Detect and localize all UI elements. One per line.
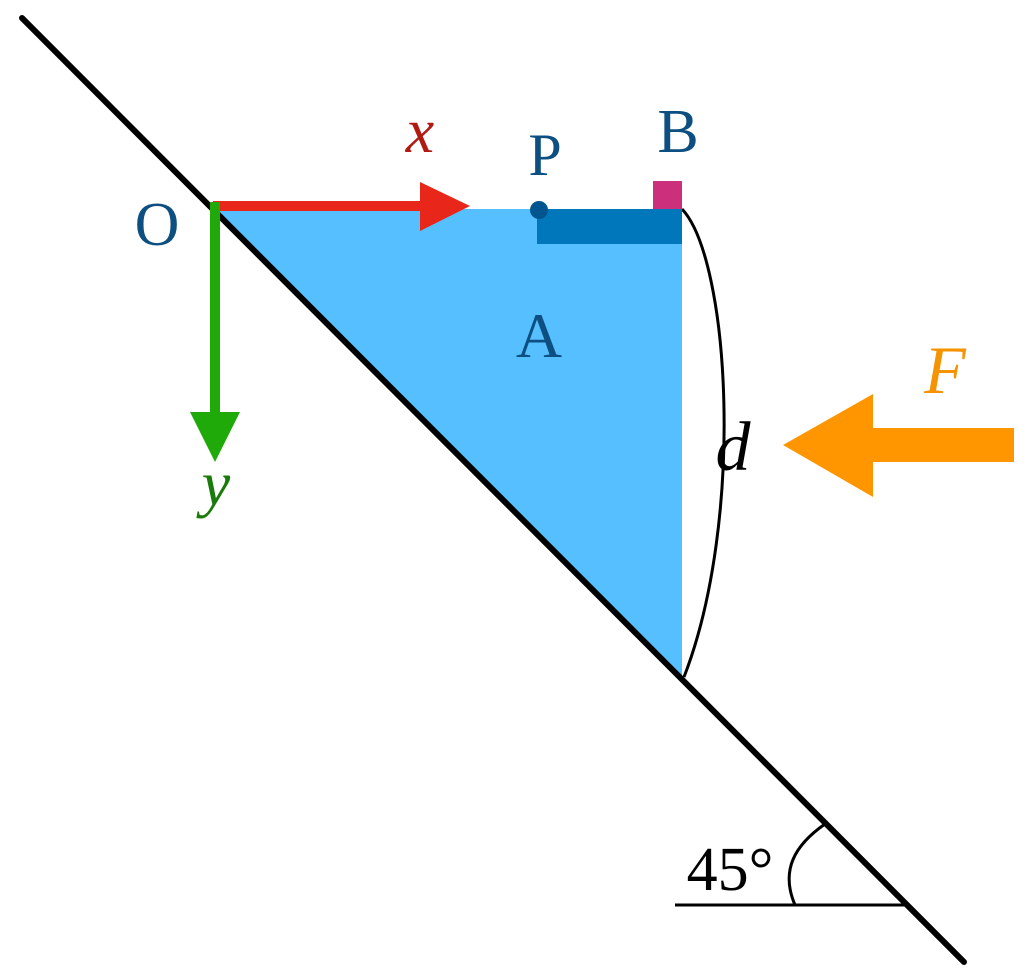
region-a-label: A [516, 300, 562, 371]
angle-arc [787, 822, 826, 906]
distance-label: d [716, 409, 752, 486]
force-label: F [923, 332, 967, 408]
point-p [530, 201, 548, 219]
marker-b [653, 181, 682, 209]
distance-arc [680, 207, 726, 678]
angle-label: 45° [687, 836, 774, 904]
x-axis-label: x [405, 95, 434, 166]
arrow-down-icon [190, 202, 240, 462]
arrow-right-icon [213, 182, 470, 231]
arrow-left-icon [783, 394, 1014, 497]
incline-line [19, 15, 967, 965]
origin-label: O [135, 191, 180, 259]
point-b-label: B [657, 98, 698, 166]
point-p-label: P [528, 122, 561, 188]
bar [537, 209, 682, 244]
y-axis-label: y [196, 448, 231, 519]
